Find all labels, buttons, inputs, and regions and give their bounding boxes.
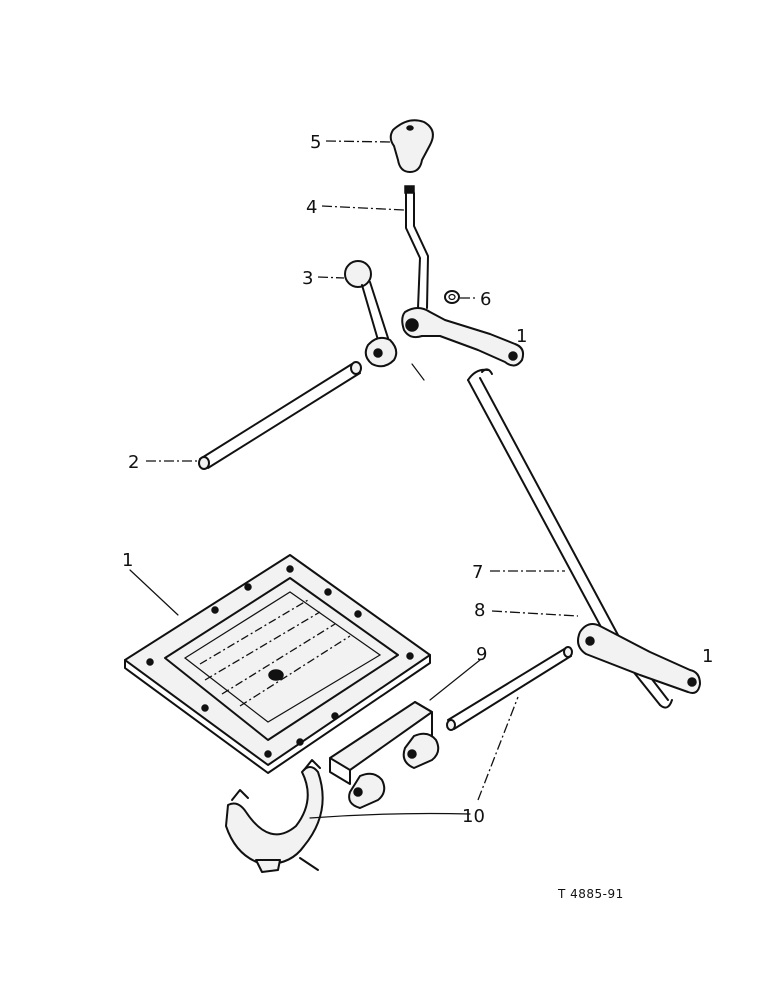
callout-7: 7 (472, 562, 483, 583)
callout-10: 10 (462, 806, 485, 827)
washer-part (444, 290, 460, 304)
cover-plate-part (124, 554, 431, 774)
callout-2: 2 (128, 452, 139, 473)
callout-6: 6 (480, 289, 491, 310)
callout-9: 9 (476, 644, 487, 665)
leader-lines (129, 140, 579, 819)
callout-5: 5 (310, 132, 321, 153)
callout-1-cover: 1 (122, 550, 133, 571)
shift-fork-part (225, 759, 324, 873)
lower-lever-part (577, 623, 701, 694)
callout-8: 8 (474, 600, 485, 621)
knob-part (389, 119, 434, 173)
callout-1-lower-lever: 1 (702, 646, 713, 667)
callout-4: 4 (306, 197, 317, 218)
callout-3: 3 (302, 268, 313, 289)
gear-lever-part (401, 185, 525, 367)
fork-rod-part (446, 646, 573, 731)
callout-1-top-lever: 1 (516, 326, 527, 347)
drawing-reference-code: T 4885-91 (557, 887, 624, 901)
bracket-part (329, 701, 440, 809)
selector-lever-part (344, 260, 425, 381)
selector-shaft-part (198, 361, 362, 470)
